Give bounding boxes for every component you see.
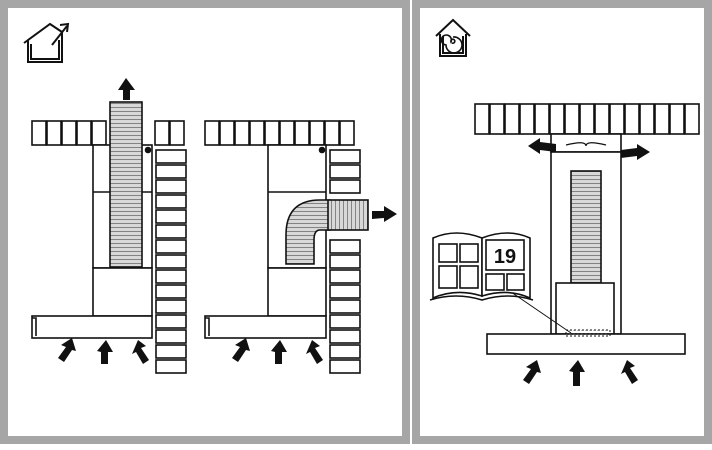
arrow-in-icon xyxy=(132,340,149,364)
arrow-out-left-icon xyxy=(528,138,556,154)
ceiling-bricks xyxy=(204,120,355,146)
diagram-vertical-duct xyxy=(31,101,187,374)
manual-book-icon xyxy=(429,232,534,301)
airflow-arrows-c xyxy=(523,138,650,386)
wall-bricks xyxy=(329,149,361,374)
house-exhaust-icon xyxy=(23,22,70,63)
arrow-in-icon xyxy=(569,360,585,386)
hood-canopy xyxy=(486,333,686,355)
ceiling-bricks xyxy=(474,103,700,135)
exhaust-duct xyxy=(109,101,143,268)
motor-housing xyxy=(555,282,615,335)
motor-housing xyxy=(267,267,327,317)
manual-page-number: 19 xyxy=(494,246,516,268)
motor-housing xyxy=(92,267,153,317)
arrow-in-icon xyxy=(306,340,323,364)
arrow-up-icon xyxy=(118,78,135,100)
hood-canopy xyxy=(204,315,327,339)
ceiling-bricks xyxy=(31,120,185,146)
arrow-in-icon xyxy=(523,360,541,384)
horizontal-duct xyxy=(327,199,369,231)
arrow-in-icon xyxy=(621,360,638,384)
house-recirculation-icon xyxy=(435,18,471,57)
carbon-filter xyxy=(565,329,611,337)
recirculation-duct xyxy=(570,170,602,284)
air-deflector xyxy=(550,133,622,153)
hood-canopy xyxy=(31,315,153,339)
arrow-in-icon xyxy=(97,340,113,364)
airflow-arrows-a xyxy=(58,78,149,364)
arrow-in-icon xyxy=(232,338,250,362)
diagram-recirculation xyxy=(474,103,700,355)
arrow-in-icon xyxy=(58,338,76,362)
airflow-arrows-b xyxy=(232,206,397,364)
arrow-in-icon xyxy=(271,340,287,364)
arrow-right-icon xyxy=(372,206,397,222)
diagram-elbow-duct xyxy=(204,120,369,374)
wall-bricks xyxy=(155,149,187,374)
arrow-out-right-icon xyxy=(621,144,650,160)
